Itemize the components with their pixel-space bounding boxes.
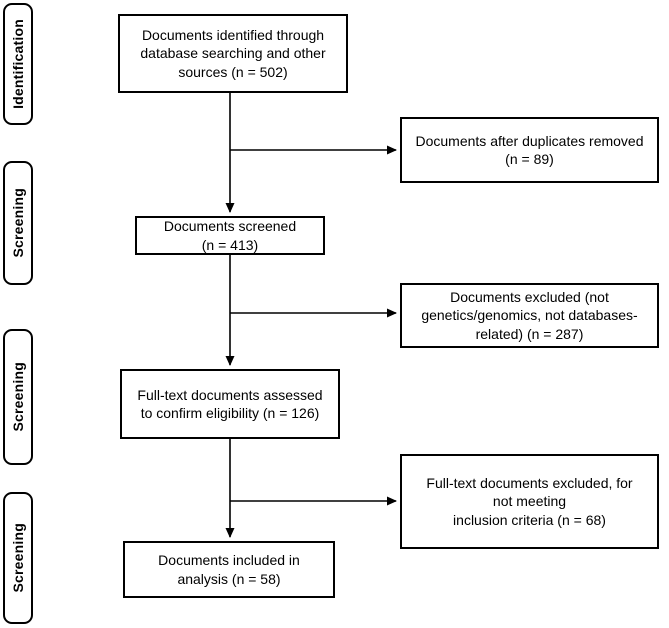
stage-label-text: Screening	[10, 188, 26, 258]
flow-box-text: Full-text documents excluded, for not me…	[426, 475, 633, 528]
flow-box-documents-identified: Documents identified through database se…	[118, 14, 348, 93]
flow-box-duplicates-removed: Documents after duplicates removed (n = …	[400, 117, 659, 183]
flow-box-fulltext-excluded: Full-text documents excluded, for not me…	[400, 454, 659, 549]
stage-label-text: Screening	[10, 523, 26, 593]
flow-box-text: Documents excluded (not genetics/genomic…	[421, 289, 638, 342]
flow-box-documents-screened: Documents screened (n = 413)	[135, 216, 325, 255]
flow-box-text: Documents after duplicates removed (n = …	[415, 132, 644, 167]
flow-box-text: Full-text documents assessed to confirm …	[137, 386, 323, 421]
stage-label-screening-3: Screening	[3, 492, 33, 624]
flow-box-fulltext-assessed: Full-text documents assessed to confirm …	[120, 369, 340, 439]
stage-label-screening-1: Screening	[3, 161, 33, 285]
flow-box-documents-excluded: Documents excluded (not genetics/genomic…	[400, 283, 659, 348]
stage-label-text: Screening	[10, 362, 26, 432]
stage-label-identification: Identification	[3, 3, 33, 125]
stage-label-screening-2: Screening	[3, 329, 33, 465]
flow-box-text: Documents screened (n = 413)	[163, 218, 297, 253]
flow-box-documents-included: Documents included in analysis (n = 58)	[123, 541, 335, 598]
flow-box-text: Documents identified through database se…	[140, 27, 326, 80]
flow-box-text: Documents included in analysis (n = 58)	[158, 552, 300, 587]
stage-label-text: Identification	[10, 19, 26, 109]
